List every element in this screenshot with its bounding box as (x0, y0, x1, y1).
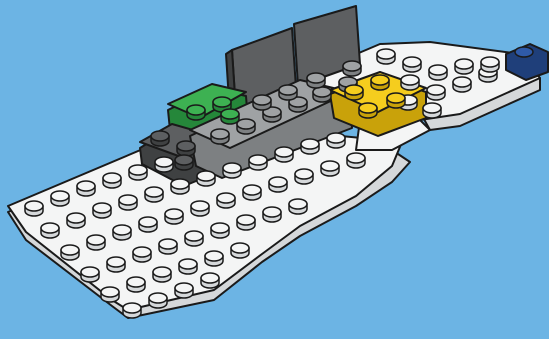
white-stud (347, 153, 365, 168)
white-stud (119, 195, 137, 210)
white-stud (159, 239, 177, 254)
white-stud (197, 171, 215, 186)
white-stud (179, 259, 197, 274)
light-gray-stud (253, 95, 271, 110)
light-gray-stud (313, 87, 331, 102)
white-stud (223, 163, 241, 178)
white-stud (481, 57, 499, 72)
white-stud (301, 139, 319, 154)
white-stud (427, 85, 445, 100)
white-stud (429, 65, 447, 80)
white-stud (205, 251, 223, 266)
green-stud (187, 105, 205, 120)
white-stud (133, 247, 151, 262)
dark-gray-stud (175, 155, 193, 170)
light-gray-stud (343, 61, 361, 76)
white-stud (191, 201, 209, 216)
white-stud (25, 201, 43, 216)
white-stud (129, 165, 147, 180)
white-stud (175, 283, 193, 298)
white-stud (423, 103, 441, 118)
white-stud (81, 267, 99, 282)
white-stud (153, 267, 171, 282)
white-stud (455, 59, 473, 74)
white-stud (103, 173, 121, 188)
light-gray-stud (211, 129, 229, 144)
white-stud (211, 223, 229, 238)
white-stud (139, 217, 157, 232)
white-stud (321, 161, 339, 176)
white-stud (453, 77, 471, 92)
light-gray-stud (279, 85, 297, 100)
white-stud (403, 57, 421, 72)
white-stud (77, 181, 95, 196)
white-stud (113, 225, 131, 240)
white-stud (243, 185, 261, 200)
white-stud (237, 215, 255, 230)
white-stud (289, 199, 307, 214)
white-stud (377, 49, 395, 64)
white-stud (107, 257, 125, 272)
white-stud (87, 235, 105, 250)
yellow-stud (345, 85, 363, 100)
white-stud (185, 231, 203, 246)
white-stud (123, 303, 141, 318)
white-stud (93, 203, 111, 218)
white-stud (61, 245, 79, 260)
white-stud (127, 277, 145, 292)
white-stud (401, 75, 419, 90)
green-stud (221, 109, 239, 124)
white-stud (275, 147, 293, 162)
white-stud (295, 169, 313, 184)
light-gray-stud (307, 73, 325, 88)
white-stud (201, 273, 219, 288)
dark-gray-stud (151, 131, 169, 146)
white-stud (269, 177, 287, 192)
white-stud (231, 243, 249, 258)
white-stud (217, 193, 235, 208)
white-stud (171, 179, 189, 194)
white-stud (165, 209, 183, 224)
yellow-stud (359, 103, 377, 118)
white-stud (51, 191, 69, 206)
light-gray-stud (237, 119, 255, 134)
white-stud (249, 155, 267, 170)
white-stud (41, 223, 59, 238)
white-stud (263, 207, 281, 222)
white-stud (145, 187, 163, 202)
white-stud (149, 293, 167, 308)
yellow-stud (371, 75, 389, 90)
dark-gray-stud (177, 141, 195, 156)
white-stud (327, 133, 345, 148)
white-stud (155, 157, 173, 172)
white-stud (67, 213, 85, 228)
yellow-stud (387, 93, 405, 108)
white-stud (101, 287, 119, 302)
